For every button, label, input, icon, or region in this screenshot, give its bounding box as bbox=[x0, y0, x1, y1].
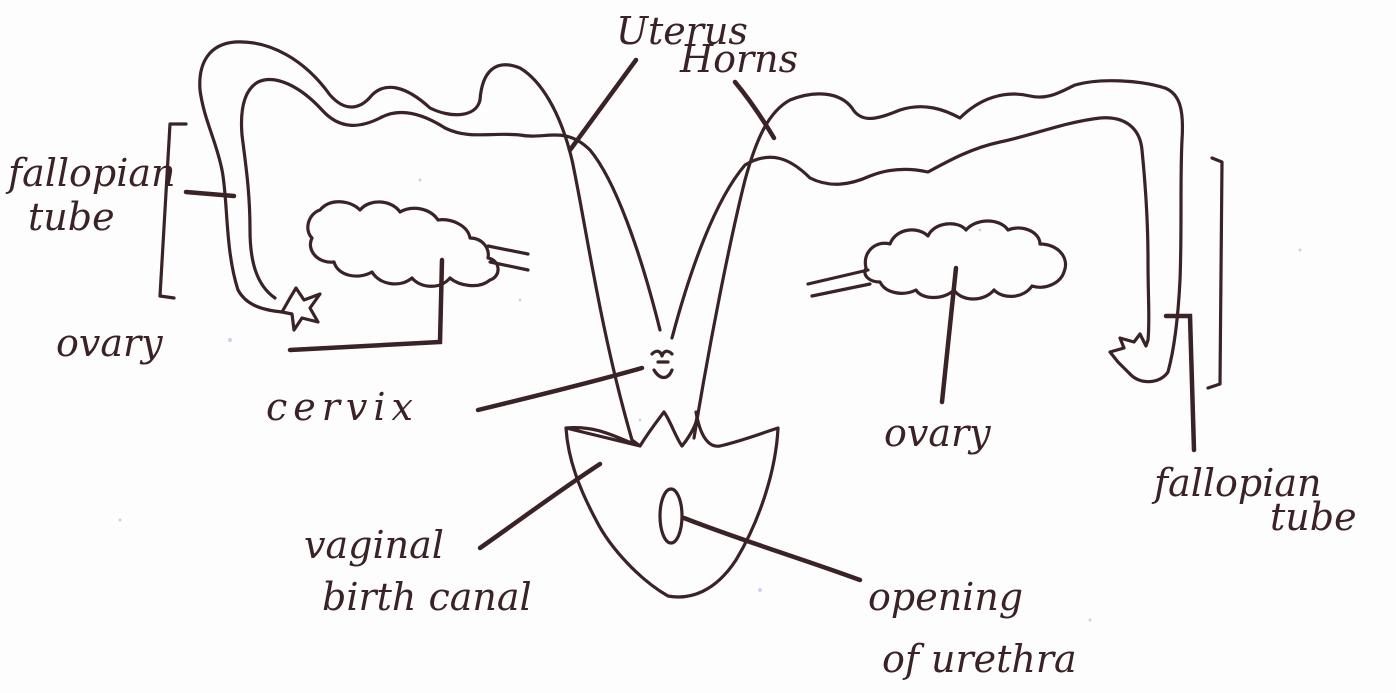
right-ovary-label: ovary bbox=[884, 411, 991, 455]
left-horn-outer-outline bbox=[200, 42, 632, 440]
right-fimbria bbox=[1110, 334, 1148, 374]
cervix-label: cervix bbox=[266, 385, 419, 429]
vaginal-leader-line bbox=[480, 464, 600, 548]
left-fimbria bbox=[282, 288, 320, 330]
right-fallopian-label-line2: tube bbox=[1270, 495, 1357, 539]
urethra-leader-line bbox=[684, 518, 860, 580]
right-ovarian-ligament bbox=[808, 270, 870, 296]
vaginal-label-line2: birth canal bbox=[322, 575, 532, 619]
vaginal-label-line1: vaginal bbox=[304, 523, 444, 567]
left-fallopian-leader-line bbox=[186, 192, 234, 196]
uterus-leader-line bbox=[570, 60, 636, 150]
right-ovary bbox=[865, 221, 1066, 299]
left-fallopian-label-line2: tube bbox=[28, 195, 115, 239]
urethral-opening bbox=[660, 489, 682, 543]
right-fallopian-leader-line bbox=[1166, 316, 1194, 450]
left-ovary bbox=[308, 202, 498, 287]
vagina-outline bbox=[566, 412, 778, 597]
left-ovary-label: ovary bbox=[56, 321, 163, 365]
left-ovarian-ligament bbox=[488, 246, 528, 270]
right-fallopian-bracket bbox=[1208, 158, 1222, 388]
cervix-mark bbox=[652, 351, 672, 377]
right-horn-outer-outline bbox=[694, 81, 1182, 438]
left-fallopian-label-line1: fallopian bbox=[5, 151, 176, 195]
horns-label: Horns bbox=[679, 37, 798, 81]
urethra-label-line1: opening bbox=[868, 575, 1023, 619]
urethra-label-line2: of urethra bbox=[882, 637, 1077, 681]
right-ovary-leader-line bbox=[942, 268, 956, 402]
horns-leader-line bbox=[735, 82, 774, 138]
